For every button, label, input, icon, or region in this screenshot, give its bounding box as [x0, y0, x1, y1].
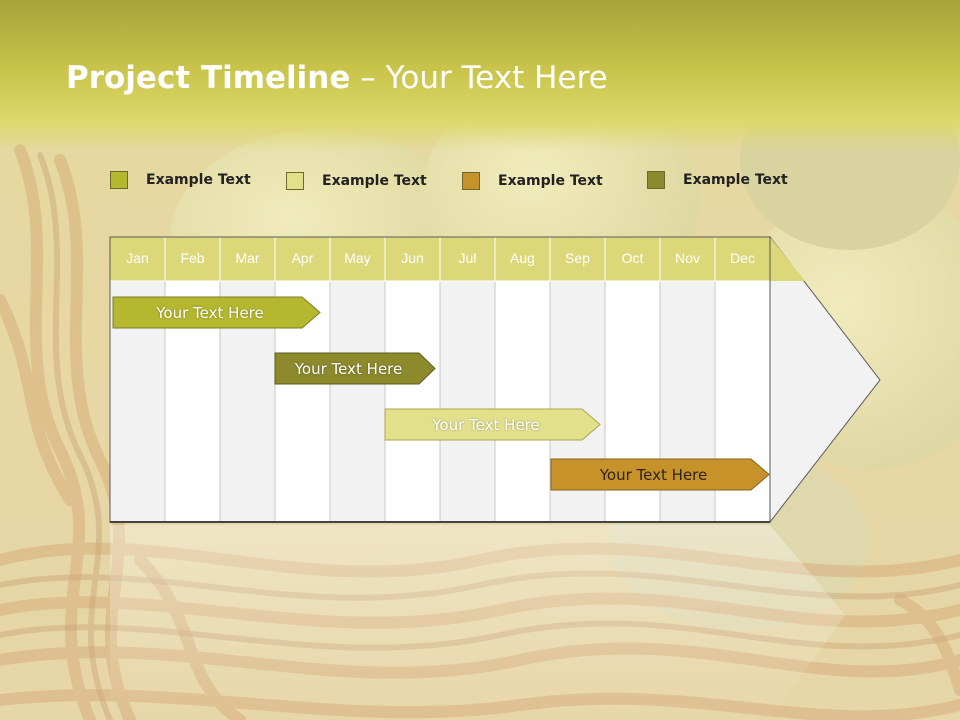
month-header-cell: [439, 236, 496, 282]
task-label: Your Text Here: [294, 359, 403, 378]
legend-label: Example Text: [683, 172, 788, 188]
month-label: Jan: [126, 250, 149, 266]
legend-label: Example Text: [498, 173, 603, 189]
month-column: [329, 280, 386, 523]
legend-label: Example Text: [322, 173, 427, 189]
legend-swatch: [647, 171, 665, 189]
task-arrow-shape: [384, 408, 601, 441]
month-header-cell: [604, 236, 661, 282]
month-label: May: [344, 250, 371, 266]
month-header-cell: [219, 236, 276, 282]
month-header-cell: [384, 236, 441, 282]
month-label: Sep: [565, 250, 590, 266]
legend-swatch: [462, 172, 480, 190]
month-header-cell: [164, 236, 221, 282]
task-arrow-shape: [550, 458, 770, 491]
task-label: Your Text Here: [599, 465, 708, 484]
task-bar[interactable]: Your Text Here: [274, 352, 437, 385]
slide-title: Project Timeline – Your Text Here: [66, 60, 608, 96]
month-column: [494, 280, 551, 523]
timeline-reflection: [110, 525, 845, 720]
month-header-cell: [274, 236, 331, 282]
month-column: [384, 280, 441, 523]
task-label: Your Text Here: [432, 415, 540, 434]
month-column: [439, 280, 496, 523]
month-label: Jul: [458, 250, 477, 266]
month-label: Feb: [180, 250, 205, 266]
header-band: [0, 0, 960, 150]
month-header-cell: [329, 236, 386, 282]
task-bar[interactable]: Your Text Here: [112, 296, 322, 329]
month-header-row: Jan Feb Mar Apr May Jun Jul Aug Sep Oct Nov Dec: [110, 237, 770, 281]
task-arrow-shape: [274, 352, 436, 385]
task-bar[interactable]: Your Text Here: [384, 408, 602, 441]
month-label: Aug: [510, 250, 535, 266]
month-header-cell: [109, 236, 166, 282]
month-label: Apr: [291, 250, 314, 266]
arrowhead-top-fill: [770, 237, 805, 281]
month-label: Nov: [675, 250, 700, 266]
title-main: Project Timeline: [66, 60, 351, 96]
month-label: Oct: [621, 250, 644, 266]
task-bar[interactable]: Your Text Here: [550, 458, 771, 491]
legend-label: Example Text: [146, 172, 251, 188]
legend-swatch: [286, 172, 304, 190]
month-label: Mar: [235, 250, 260, 266]
task-arrow-shape: [112, 296, 321, 329]
title-rest: – Your Text Here: [350, 60, 608, 96]
legend-swatch: [110, 171, 128, 189]
task-label: Your Text Here: [156, 303, 264, 322]
month-label: Dec: [730, 250, 755, 266]
month-label: Jun: [401, 250, 424, 266]
